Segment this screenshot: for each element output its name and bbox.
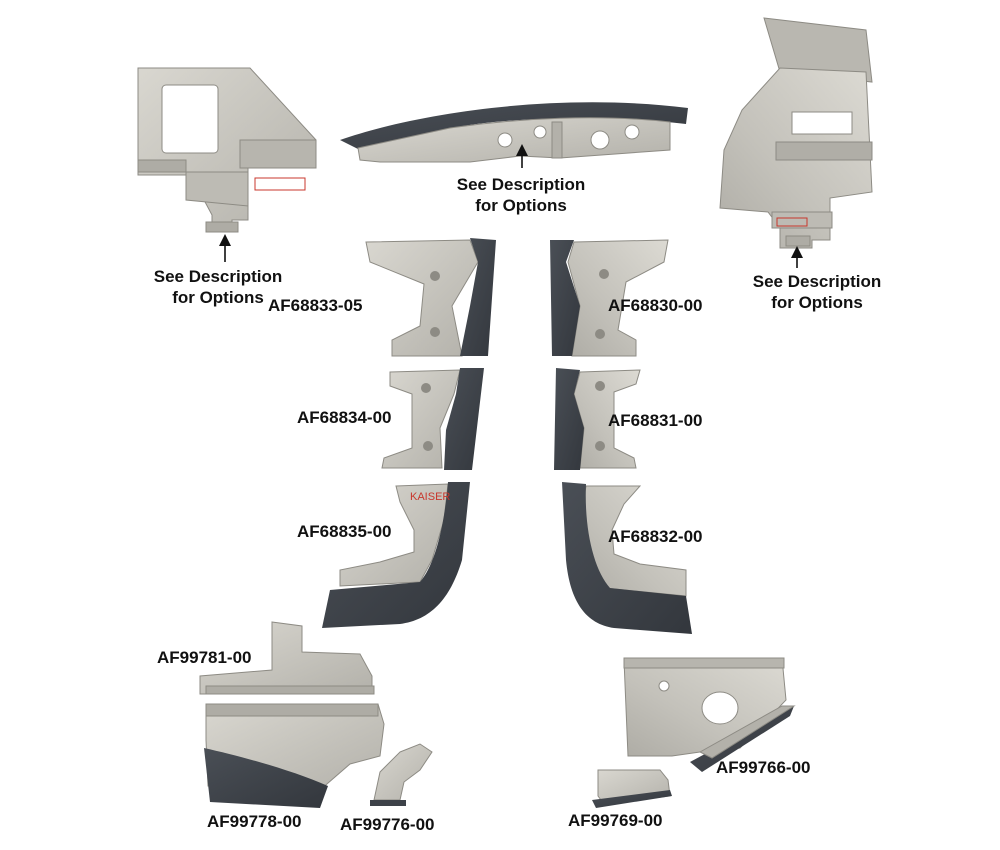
part-label-AF99778-00: AF99778-00 bbox=[207, 812, 302, 831]
part-label-AF68832-00: AF68832-00 bbox=[608, 527, 703, 546]
baffle-AF99766-00 bbox=[690, 705, 796, 772]
baffle-AF99769-00 bbox=[592, 769, 672, 808]
baffle-AF68832-00 bbox=[562, 482, 692, 634]
arrow-top-right bbox=[791, 246, 803, 268]
baffle-AF68830-00 bbox=[550, 239, 669, 357]
callout-line2: for Options bbox=[172, 288, 264, 307]
baffle-AF99776-00 bbox=[370, 743, 433, 806]
baffle-AF99781-00 bbox=[199, 621, 375, 695]
part-label-AF99769-00: AF99769-00 bbox=[568, 811, 663, 830]
callout-top-left: See Description for Options bbox=[138, 266, 298, 308]
callout-line2: for Options bbox=[771, 293, 863, 312]
part-label-AF99781-00: AF99781-00 bbox=[157, 648, 252, 667]
baffle-AF99778-00 bbox=[204, 703, 385, 808]
baffle-AF99766-00-panel bbox=[623, 657, 787, 757]
callout-line1: See Description bbox=[153, 267, 283, 286]
part-label-AF68835-00: AF68835-00 bbox=[297, 522, 392, 541]
baffle-AF68835-00: KAISER bbox=[322, 482, 470, 628]
callout-top-center: See Description for Options bbox=[441, 174, 601, 216]
arrow-top-left bbox=[219, 234, 231, 262]
part-label-AF68834-00: AF68834-00 bbox=[297, 408, 392, 427]
arrow-top-center bbox=[516, 144, 528, 168]
part-label-AF68830-00: AF68830-00 bbox=[608, 296, 703, 315]
baffle-top-center bbox=[340, 102, 688, 163]
callout-top-right: See Description for Options bbox=[737, 271, 897, 313]
callout-line2: for Options bbox=[475, 196, 567, 215]
baffle-AF68833-05 bbox=[365, 238, 496, 357]
baffle-top-left bbox=[137, 67, 317, 233]
callout-line1: See Description bbox=[752, 272, 882, 291]
part-label-AF68833-05: AF68833-05 bbox=[268, 296, 363, 315]
callout-line1: See Description bbox=[456, 175, 586, 194]
svg-text:KAISER: KAISER bbox=[410, 491, 450, 503]
part-label-AF99766-00: AF99766-00 bbox=[716, 758, 811, 777]
baffle-AF68831-00 bbox=[554, 368, 641, 470]
baffle-top-right bbox=[719, 17, 873, 249]
baffle-AF68834-00 bbox=[381, 368, 484, 470]
part-label-AF68831-00: AF68831-00 bbox=[608, 411, 703, 430]
part-label-AF99776-00: AF99776-00 bbox=[340, 815, 435, 834]
